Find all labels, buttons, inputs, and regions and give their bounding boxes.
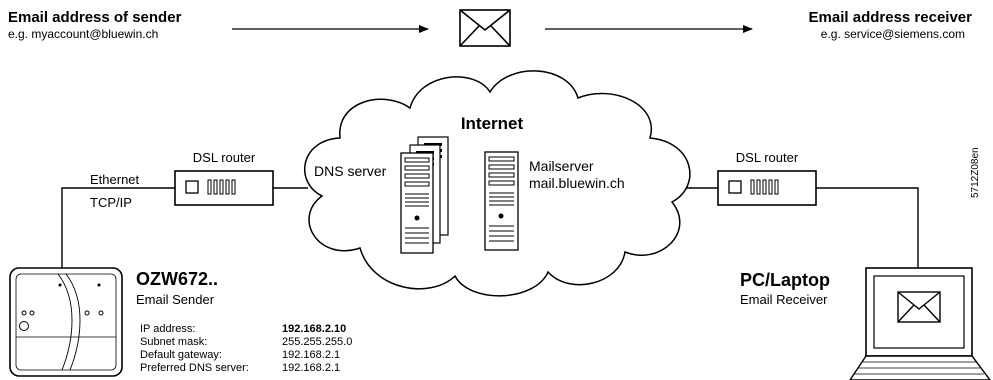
right-router-label: DSL router — [736, 150, 799, 165]
dns-server-label: DNS server — [314, 163, 387, 179]
router-icon — [717, 170, 817, 206]
setting-value: 192.168.2.10 — [282, 323, 346, 335]
ethernet-label: Ethernet — [90, 172, 140, 187]
envelope-icon — [897, 291, 941, 323]
router-icon — [174, 170, 274, 206]
envelope-icon — [459, 9, 511, 47]
tcpip-label: TCP/IP — [90, 195, 132, 210]
setting-value: 192.168.2.1 — [282, 362, 340, 374]
network-settings: IP address: 192.168.2.10 Subnet mask: 25… — [140, 323, 352, 374]
left-router-label: DSL router — [193, 150, 256, 165]
setting-value: 192.168.2.1 — [282, 349, 340, 361]
server-icon — [484, 151, 519, 251]
setting-label: Default gateway: — [140, 349, 222, 361]
device-model: OZW672.. — [136, 269, 218, 289]
setting-label: Subnet mask: — [140, 336, 207, 348]
sender-title: Email address of sender — [8, 9, 182, 26]
connection-lines — [61, 187, 919, 268]
pc-laptop-title: PC/Laptop — [740, 270, 830, 290]
device-role-receiver: Email Receiver — [740, 292, 828, 307]
receiver-example: e.g. service@siemens.com — [821, 27, 965, 41]
mailserver-label: Mailserver — [529, 158, 594, 174]
mailserver-host: mail.bluewin.ch — [529, 175, 625, 191]
setting-label: IP address: — [140, 323, 195, 335]
server-icon — [400, 136, 449, 254]
setting-label: Preferred DNS server: — [140, 362, 249, 374]
laptop-icon — [849, 267, 991, 380]
receiver-title: Email address receiver — [809, 9, 973, 26]
controller-icon — [9, 267, 123, 377]
internet-title: Internet — [461, 114, 524, 133]
sender-example: e.g. myaccount@bluewin.ch — [8, 27, 158, 41]
device-role-sender: Email Sender — [136, 292, 215, 307]
document-code-text: 5712Z08en — [970, 147, 981, 198]
setting-value: 255.255.255.0 — [282, 336, 352, 348]
